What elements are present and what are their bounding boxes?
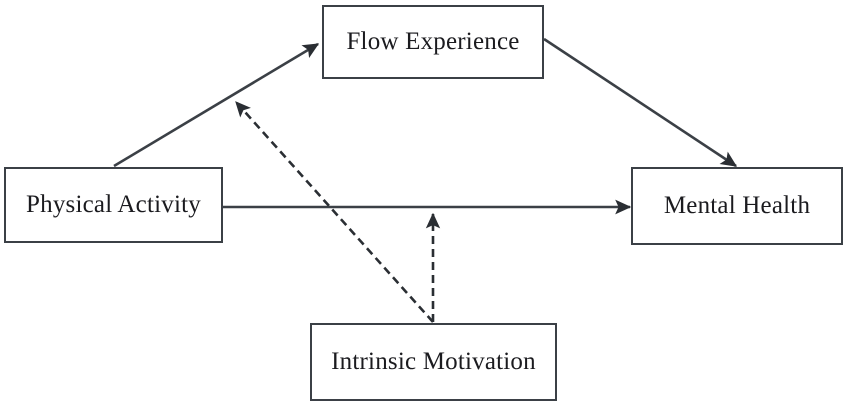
node-flow-experience[interactable]: Flow Experience (322, 5, 544, 79)
node-physical-activity[interactable]: Physical Activity (4, 167, 223, 243)
edge-flow-experience-to-mental-health (543, 37, 738, 168)
edge-intrinsic-motivation-to-pa-flow-path (235, 101, 434, 323)
node-mental-health[interactable]: Mental Health (631, 167, 843, 245)
node-intrinsic-motivation[interactable]: Intrinsic Motivation (310, 323, 557, 401)
edge-physical-activity-to-flow-experience (113, 42, 320, 168)
node-mental-health-label: Mental Health (663, 191, 811, 219)
node-flow-experience-label: Flow Experience (346, 27, 520, 55)
node-physical-activity-label: Physical Activity (26, 190, 201, 218)
node-intrinsic-motivation-label: Intrinsic Motivation (331, 347, 536, 375)
